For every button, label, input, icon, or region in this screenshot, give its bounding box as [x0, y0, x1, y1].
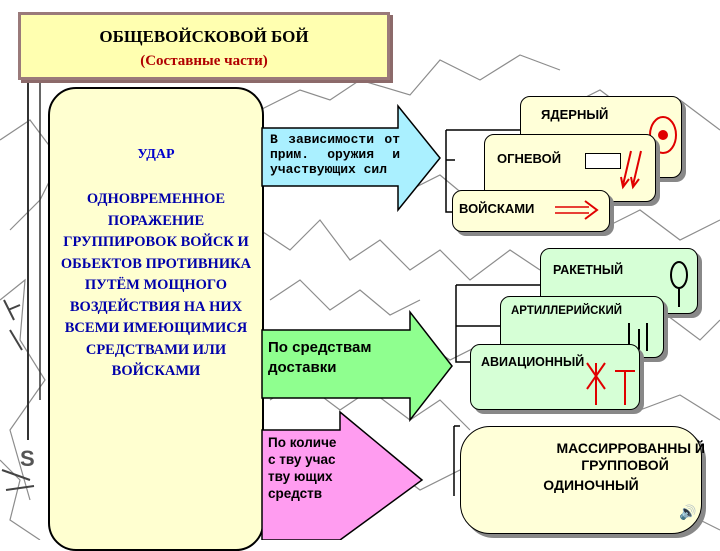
delivery-arrow	[261, 309, 453, 423]
fire-label: ОГНЕВОЙ	[497, 151, 562, 166]
delivery-arrow-label: По средствам доставки	[268, 339, 372, 376]
aviation-icon	[586, 362, 635, 405]
troops-arrow-icon	[555, 200, 599, 220]
quantity-box: МАССИРРОВАННЫ Й ГРУППОВОЙ ОДИНОЧНЫЙ 🔊	[460, 426, 706, 534]
weapons-arrow-label: В зависимости от прим. оружия и участвую…	[270, 132, 400, 177]
single-label: ОДИНОЧНЫЙ	[543, 477, 639, 493]
quantity-arrow-label: По количес тву участву ющих средств	[268, 435, 337, 501]
troops-label: ВОЙСКАМИ	[459, 201, 535, 216]
troops-box: ВОЙСКАМИ	[452, 190, 610, 232]
quantity-arrow	[261, 410, 424, 540]
strike-definition: ОДНОВРЕМЕННОЕ ПОРАЖЕНИЕ ГРУППИРОВОК ВОЙС…	[60, 191, 252, 379]
aviation-box: АВИАЦИОННЫЙ	[470, 344, 640, 410]
fire-arrows-icon	[620, 150, 642, 190]
strike-heading: УДАР	[137, 147, 175, 162]
strike-definition-panel: УДАР ОДНОВРЕМЕННОЕ ПОРАЖЕНИЕ ГРУППИРОВОК…	[48, 87, 264, 551]
group-label: ГРУППОВОЙ	[581, 457, 669, 473]
weapons-arrow	[261, 103, 441, 213]
speaker-icon: 🔊	[679, 506, 697, 521]
title-main: ОБЩЕВОЙСКОВОЙ БОЙ	[99, 27, 309, 46]
aviation-label: АВИАЦИОННЫЙ	[481, 355, 585, 369]
svg-text:S: S	[20, 446, 35, 471]
fire-rectangle-icon	[585, 153, 621, 169]
artillery-label: АРТИЛЛЕРИЙСКИЙ	[511, 305, 622, 317]
missile-icon	[670, 261, 688, 307]
massive-label: МАССИРРОВАННЫ Й	[556, 440, 706, 456]
title-subtitle: (Составные части)	[140, 53, 268, 69]
missile-label: РАКЕТНЫЙ	[553, 263, 624, 277]
title-box: ОБЩЕВОЙСКОВОЙ БОЙ (Составные части)	[18, 12, 390, 80]
nuclear-label: ЯДЕРНЫЙ	[541, 107, 609, 122]
